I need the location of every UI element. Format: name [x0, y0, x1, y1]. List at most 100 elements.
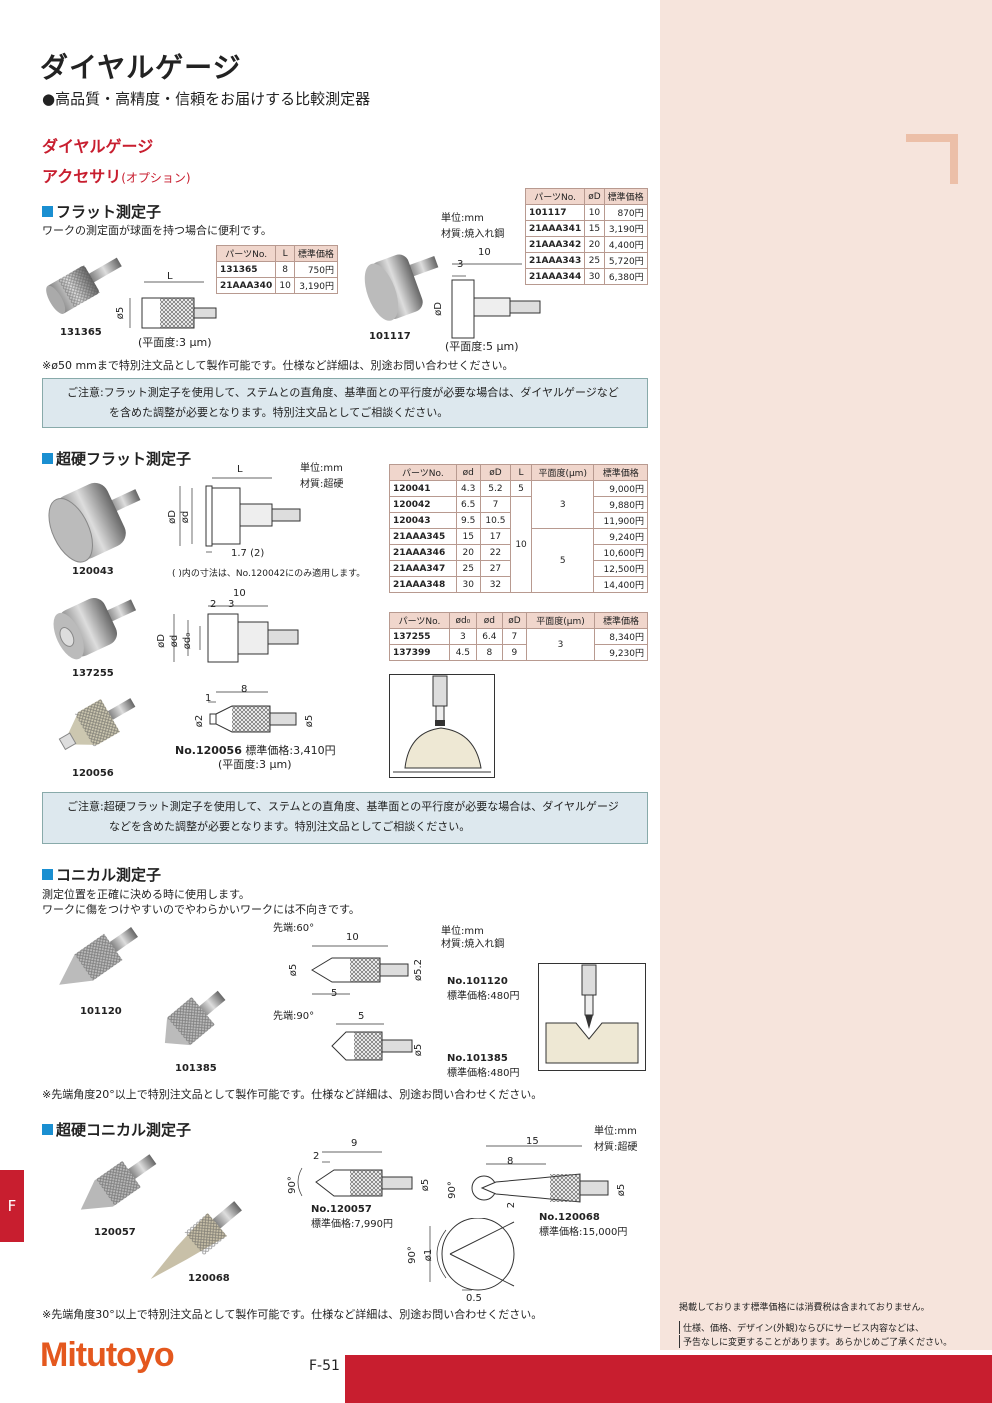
price-101120: 標準価格:480円 — [447, 991, 520, 1002]
dim-120057-9: 9 — [351, 1138, 358, 1149]
table-cell: 9,240円 — [593, 528, 648, 545]
flat-material: 材質:焼入れ鋼 — [441, 229, 505, 240]
table-cell: 10 — [510, 496, 532, 593]
carbide-flat-material: 材質:超硬 — [300, 479, 344, 490]
table-cell: 9.5 — [455, 512, 481, 529]
dim-detail-d1: ø1 — [423, 1248, 435, 1262]
conical-title-text: コニカル測定子 — [56, 866, 162, 884]
dim-120056-1: 1 — [205, 693, 212, 704]
conical-footnote: ※先端角度20°以上で特別注文品として製作可能です。仕様など詳細は、別途お問い合… — [42, 1088, 543, 1101]
table-cell: 15 — [455, 528, 481, 545]
table-cell: 6.5 — [455, 496, 481, 513]
table-cell: 21AAA342 — [524, 236, 586, 253]
no-101385: No.101385 — [447, 1053, 508, 1064]
table-header: øD — [501, 612, 527, 629]
dim-cf-d: ød — [180, 510, 192, 524]
product-photo-101117 — [364, 254, 439, 321]
cf-120056-price: 標準価格:3,410円 — [245, 744, 336, 757]
dim-120057-d5: ø5 — [420, 1178, 432, 1192]
table-header: øD — [584, 188, 605, 205]
table-cell: 21AAA347 — [389, 560, 457, 577]
carbide-flat-title-text: 超硬フラット測定子 — [56, 450, 192, 468]
drawing-101117 — [451, 263, 541, 339]
tip-90: 先端:90° — [273, 1011, 315, 1022]
disclaimer-2: 仕様、価格、デザイン(外観)ならびにサービス内容などは、 — [679, 1321, 924, 1334]
label-137255: 137255 — [72, 668, 114, 679]
table-cell: 750円 — [293, 261, 339, 278]
dim-101120-d52: ø5.2 — [413, 958, 425, 982]
table-header: パーツNo. — [524, 188, 586, 205]
table-cell: 870円 — [603, 204, 648, 221]
caution-line-1: ご注意:超硬フラット測定子を使用して、ステムとの直角度、基準面との平行度が必要な… — [67, 800, 619, 813]
no-120057: No.120057 — [311, 1204, 372, 1215]
drawing-120056 — [208, 691, 297, 733]
table-cell: 10 — [275, 277, 295, 294]
dim-L: L — [167, 271, 173, 282]
table-header: øD — [479, 464, 512, 481]
flatness-101117: (平面度:5 μm) — [445, 340, 519, 353]
label-120068: 120068 — [188, 1273, 230, 1284]
drawing-101385 — [331, 1023, 413, 1061]
product-photo-131365 — [46, 257, 122, 314]
dim-137255-d: ød — [169, 634, 181, 648]
table-cell: 11,900円 — [593, 512, 648, 529]
table-header: ød — [455, 464, 481, 481]
label-101385: 101385 — [175, 1063, 217, 1074]
no-120068: No.120068 — [539, 1212, 600, 1223]
page-subtitle: ●高品質・高精度・信頼をお届けする比較測定器 — [42, 90, 371, 108]
table-cell: 120043 — [389, 512, 457, 529]
table-cell: 15 — [584, 220, 605, 237]
table-header: 平面度(μm) — [525, 612, 596, 629]
label-120056: 120056 — [72, 768, 114, 779]
dim-detail-05: 0.5 — [466, 1293, 482, 1304]
table-cell: 4.5 — [448, 644, 477, 661]
price-101385: 標準価格:480円 — [447, 1068, 520, 1079]
table-cell: 7 — [479, 496, 512, 513]
table-header: 平面度(μm) — [530, 464, 595, 481]
product-photo-120068 — [150, 1201, 242, 1280]
flat-desc: ワークの測定面が球面を持つ場合に便利です。 — [42, 224, 272, 237]
table-header: 標準価格 — [593, 464, 648, 481]
product-photo-120057 — [80, 1154, 157, 1210]
carbide-flat-caution: ご注意:超硬フラット測定子を使用して、ステムとの直角度、基準面との平行度が必要な… — [42, 792, 648, 844]
table-cell: 9,230円 — [594, 644, 648, 661]
cc-unit: 単位:mm — [594, 1126, 637, 1137]
table-cell: 21AAA346 — [389, 544, 457, 561]
table-header: パーツNo. — [389, 612, 450, 629]
dim-101120-5: 5 — [331, 988, 338, 999]
table-cell: 20 — [455, 544, 481, 561]
table-cell: 101117 — [524, 204, 586, 221]
table-header: パーツNo. — [389, 464, 457, 481]
dim-120068-90: 90° — [446, 1181, 458, 1199]
footer-bar — [345, 1355, 992, 1403]
accessory-main: アクセサリ — [42, 167, 122, 186]
table-cell: 3,190円 — [293, 277, 339, 294]
section-tab[interactable]: F — [0, 1170, 24, 1242]
table-cell: 137255 — [389, 628, 450, 645]
table-cell: 6.4 — [475, 628, 503, 645]
table-header: L — [275, 245, 295, 262]
table-cell: 27 — [479, 560, 512, 577]
table-cell: 3,190円 — [603, 220, 648, 237]
table-cell: 25 — [584, 252, 605, 269]
price-120057: 標準価格:7,990円 — [311, 1219, 393, 1230]
table-cell: 17 — [479, 528, 512, 545]
flat-caution: ご注意:フラット測定子を使用して、ステムとの直角度、基準面との平行度が必要な場合… — [42, 378, 648, 428]
table-cell: 5,720円 — [603, 252, 648, 269]
flat-section-title: フラット測定子 — [42, 201, 161, 222]
table-header: 標準価格 — [594, 612, 648, 629]
page-number: F-51 — [309, 1358, 340, 1374]
dim-D: øD — [432, 302, 444, 316]
square-icon — [42, 206, 53, 217]
cf-120056-info: No.120056 標準価格:3,410円 — [175, 742, 336, 758]
table-cell: 30 — [584, 268, 605, 285]
caution-line-2: などを含めた調整が必要となります。特別注文品としてご相談ください。 — [109, 820, 471, 833]
table-header: L — [510, 464, 532, 481]
